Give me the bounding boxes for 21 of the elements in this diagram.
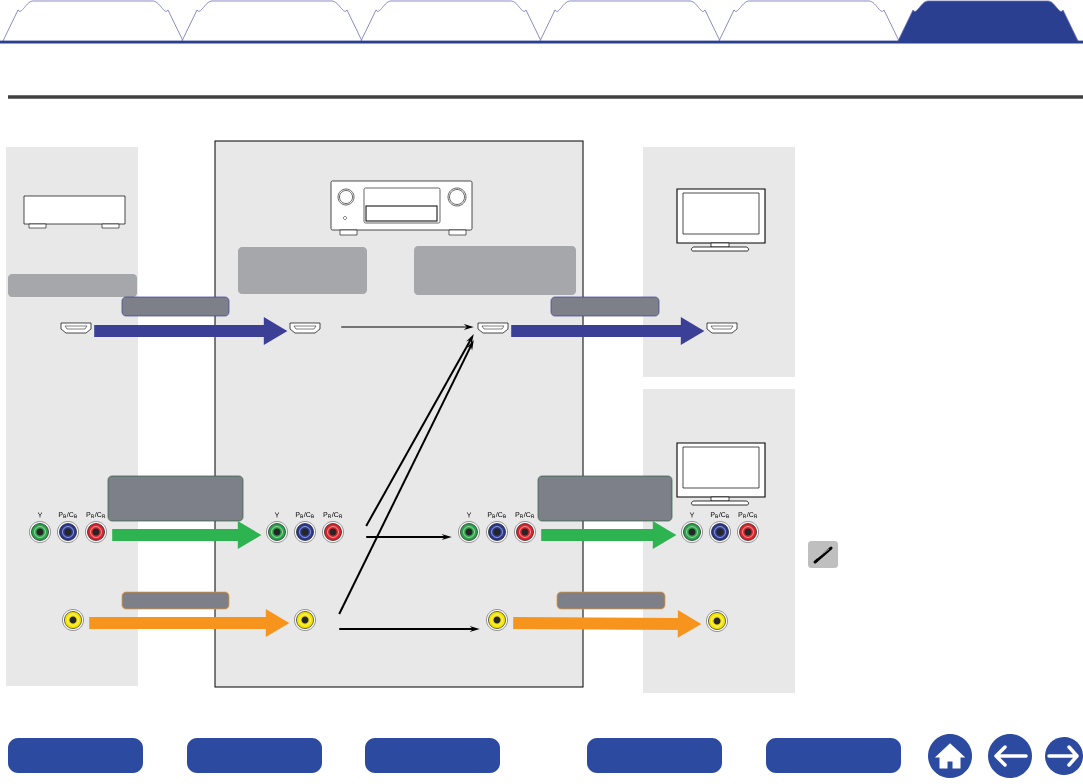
composite-video-port: [706, 610, 728, 632]
hdmi-port: [477, 322, 509, 334]
composite-video-port: [486, 609, 508, 631]
component-video-ports: [458, 521, 536, 543]
component-video-ports: [266, 521, 344, 543]
label-plate: [414, 246, 576, 295]
component-video-ports: [29, 521, 107, 543]
signal-badge: [537, 475, 673, 522]
hdmi-port: [289, 322, 321, 334]
signal-badge: [121, 591, 230, 610]
label-plate: [8, 274, 137, 297]
signal-badge: [107, 475, 244, 522]
composite-video-port: [62, 609, 84, 631]
hdmi-port: [706, 322, 738, 334]
signal-badge: [121, 296, 230, 317]
hdmi-port: [60, 322, 92, 334]
component-video-ports: [681, 521, 759, 543]
signal-badge: [550, 296, 660, 317]
composite-video-port: [294, 609, 316, 631]
signal-badge: [556, 591, 666, 610]
label-plate: [238, 247, 367, 294]
